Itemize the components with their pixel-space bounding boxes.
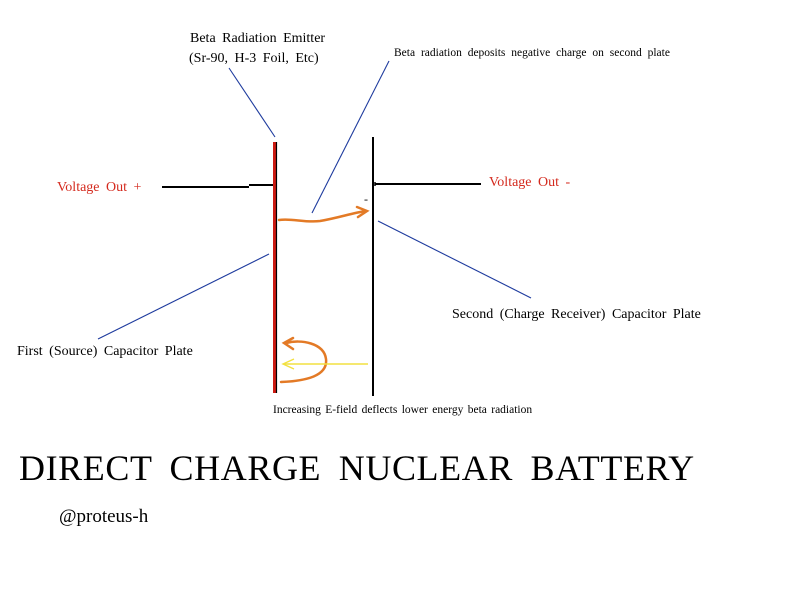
voltage-out-minus-wire — [374, 182, 481, 186]
voltage-out-plus-label: Voltage Out + — [57, 180, 142, 195]
first-plate-leader-line — [97, 253, 270, 340]
second-plate-leader-line — [377, 220, 532, 299]
voltage-out-minus-label: Voltage Out - — [489, 175, 571, 190]
first-plate-emitter-layer — [273, 142, 277, 393]
beta-deflected-loop — [279, 336, 328, 384]
voltage-out-plus-wire — [162, 184, 273, 188]
page-title: DIRECT CHARGE NUCLEAR BATTERY — [19, 448, 695, 488]
second-plate-label: Second (Charge Receiver) Capacitor Plate — [452, 307, 701, 322]
first-source-plate — [273, 142, 278, 393]
efield-arrow — [281, 358, 368, 370]
beta-deposit-arrow — [277, 205, 370, 223]
author-handle: @proteus-h — [59, 506, 149, 527]
deposit-note-label: Beta radiation deposits negative charge … — [394, 47, 670, 59]
first-plate-label: First (Source) Capacitor Plate — [17, 344, 193, 359]
deposit-leader-line — [311, 60, 390, 214]
emitter-label-line2: (Sr-90, H-3 Foil, Etc) — [189, 51, 319, 66]
emitter-leader-line — [228, 67, 276, 138]
emitter-label-line1: Beta Radiation Emitter — [190, 31, 325, 46]
efield-note-label: Increasing E-field deflects lower energy… — [273, 404, 532, 416]
minus-charge-mark: - — [364, 192, 368, 206]
